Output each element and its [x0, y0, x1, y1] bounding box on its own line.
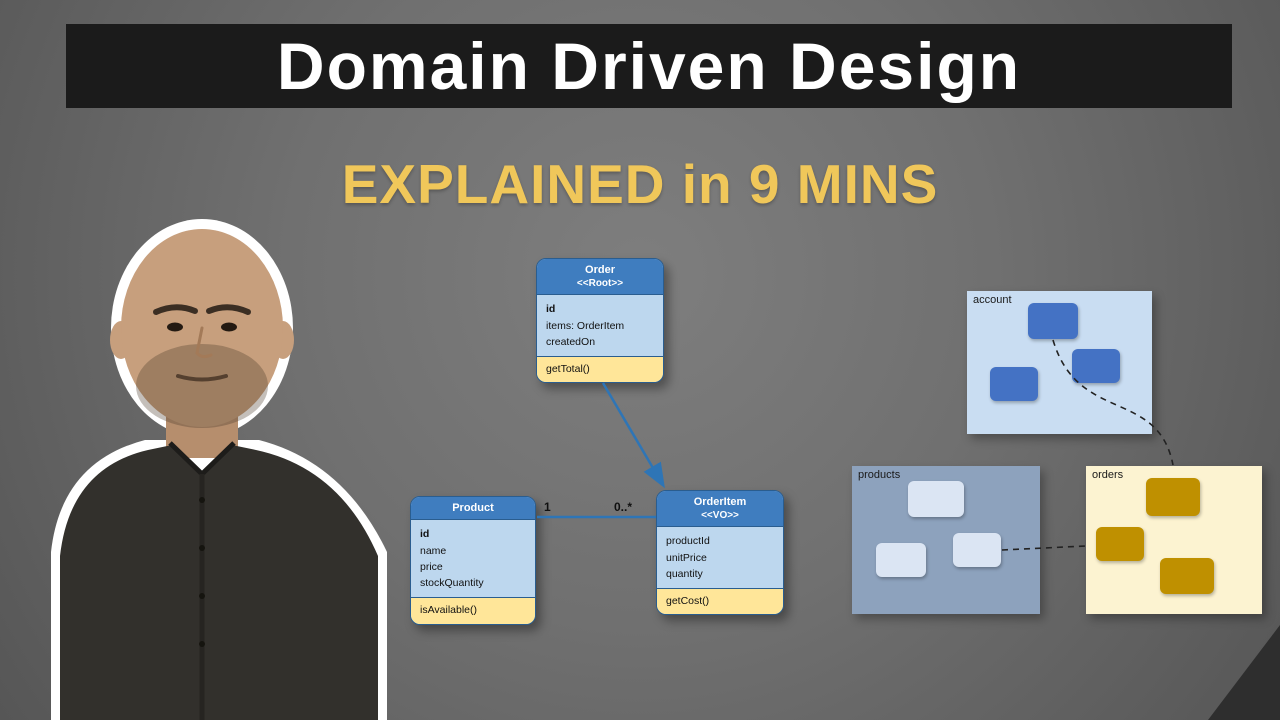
attribute: price — [420, 560, 443, 573]
shirt-button — [199, 545, 205, 551]
attribute: id — [420, 528, 430, 541]
account-entity — [990, 367, 1038, 401]
uml-class-orderitem: OrderItem <<VO>> productId unitPrice qua… — [656, 490, 784, 616]
attribute: quantity — [666, 567, 703, 580]
title-banner: Domain Driven Design — [66, 24, 1232, 108]
shirt-button — [199, 641, 205, 647]
main-title: Domain Driven Design — [276, 29, 1022, 103]
class-method: getCost() — [657, 588, 783, 615]
multiplicity-product-end: 1 — [544, 500, 551, 514]
orders-entity — [1160, 558, 1214, 594]
products-entity — [953, 533, 1001, 567]
beard — [136, 344, 268, 428]
class-attributes: id items: OrderItem createdOn — [537, 295, 663, 356]
context-account-label: account — [973, 294, 1012, 306]
class-method: isAvailable() — [411, 597, 535, 624]
eyebrow-left — [153, 304, 198, 315]
context-products-label: products — [858, 469, 901, 481]
attribute: id — [546, 303, 556, 316]
shirt — [60, 445, 378, 720]
presenter-photo — [44, 200, 394, 720]
order-to-orderitem-arrow — [601, 382, 665, 489]
uml-class-orderitem-header: OrderItem <<VO>> — [657, 491, 783, 528]
attribute: stockQuantity — [420, 577, 484, 590]
class-method: getTotal() — [537, 356, 663, 383]
eyebrow-right — [206, 304, 251, 315]
class-stereotype: <<VO>> — [701, 510, 739, 522]
attribute: unitPrice — [666, 551, 707, 564]
class-name: OrderItem — [693, 496, 747, 508]
uml-class-product-header: Product — [411, 497, 535, 521]
shirt-button — [199, 593, 205, 599]
class-name: Product — [452, 502, 494, 514]
uml-class-order: Order <<Root>> id items: OrderItem creat… — [536, 258, 664, 384]
account-entity — [1028, 303, 1078, 339]
context-orders: orders — [1086, 466, 1262, 614]
context-account: account — [967, 291, 1152, 434]
nose — [195, 326, 213, 359]
products-entity — [908, 481, 964, 517]
class-attributes: productId unitPrice quantity — [657, 527, 783, 588]
corner-shade — [1208, 625, 1280, 720]
presenter-illustration — [51, 219, 387, 720]
uml-class-product: Product id name price stockQuantity isAv… — [410, 496, 536, 625]
orders-entity — [1096, 527, 1144, 561]
mouth — [176, 374, 228, 382]
eye-left — [167, 322, 183, 332]
attribute: createdOn — [546, 335, 596, 348]
attribute: productId — [666, 535, 710, 548]
uml-class-order-header: Order <<Root>> — [537, 259, 663, 296]
attribute: items: OrderItem — [546, 319, 625, 332]
shirt-button — [199, 497, 205, 503]
account-entity — [1072, 349, 1120, 383]
products-entity — [876, 543, 926, 577]
class-name: Order — [585, 264, 615, 276]
eye-right — [221, 322, 237, 332]
orders-entity — [1146, 478, 1200, 516]
attribute: name — [420, 544, 447, 557]
class-attributes: id name price stockQuantity — [411, 520, 535, 597]
multiplicity-orderitem-end: 0..* — [614, 500, 633, 514]
context-orders-label: orders — [1092, 469, 1124, 481]
context-products: products — [852, 466, 1040, 614]
subtitle: EXPLAINED in 9 MINS — [341, 153, 939, 215]
class-stereotype: <<Root>> — [576, 278, 624, 290]
